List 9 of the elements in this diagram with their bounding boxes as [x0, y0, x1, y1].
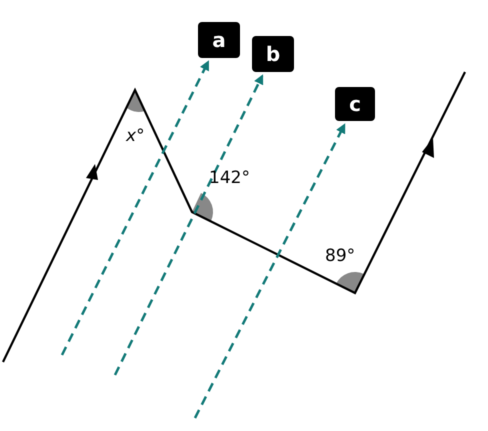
angle-label: 89°	[325, 246, 356, 266]
dashed-arrow	[60, 60, 210, 356]
letter-label: a	[198, 22, 240, 58]
letter-label: c	[335, 87, 375, 121]
dashed-arrow	[194, 123, 346, 419]
dashed-arrow	[114, 74, 264, 376]
letter-label: b	[252, 36, 294, 72]
angle-label: 142°	[209, 168, 250, 188]
angle-label: x°	[126, 126, 145, 146]
